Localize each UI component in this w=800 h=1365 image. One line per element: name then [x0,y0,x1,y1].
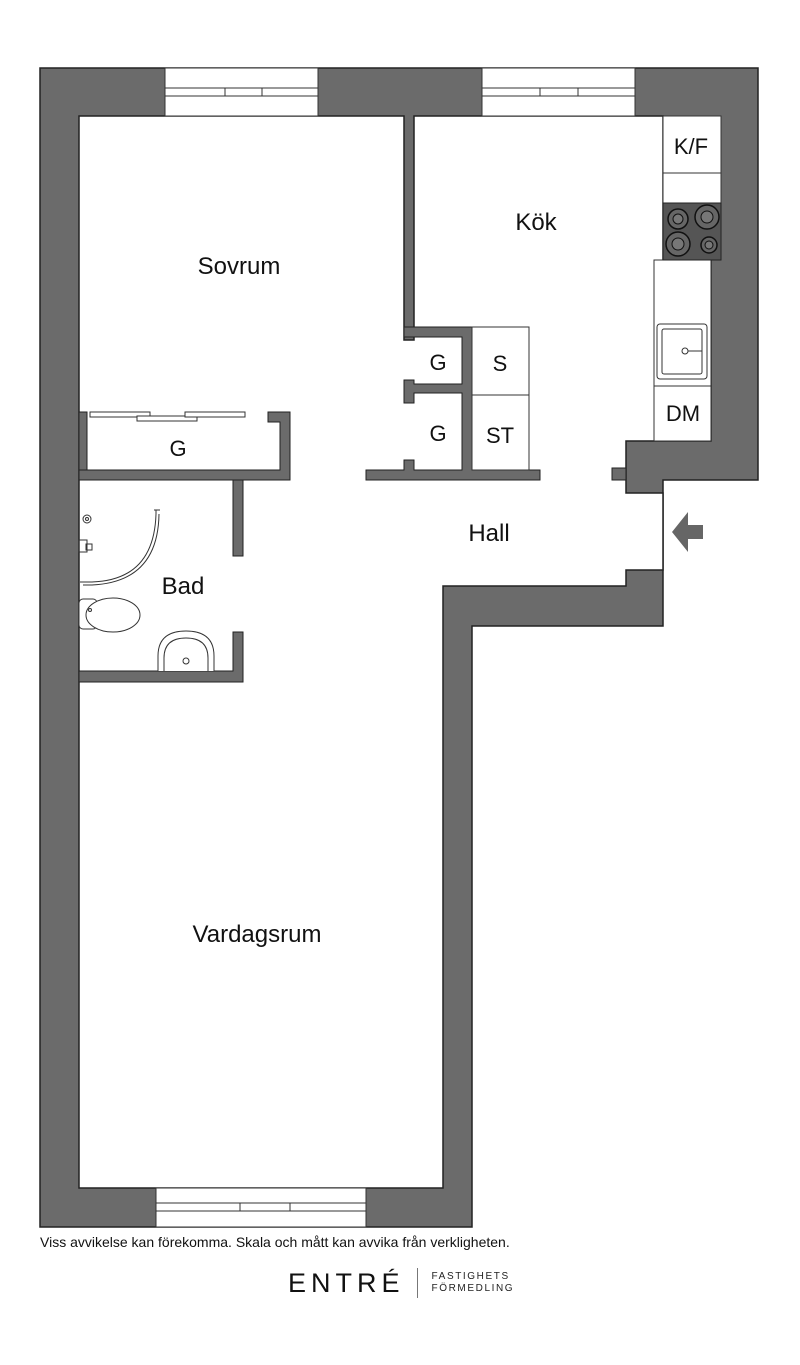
closet-cabinets [471,326,530,471]
wardrobe-sliding-doors [89,411,246,422]
floor-plan: Sovrum Kök Hall Bad Vardagsrum G G G S S… [39,67,759,1228]
toilet-icon [78,597,141,633]
washbasin-icon [157,630,215,671]
label-skap-st: ST [486,423,514,448]
entrance-arrow-icon [672,512,703,552]
interior-floor [78,115,712,1189]
label-garderob-hall-top: G [429,350,446,375]
kitchen-counter [653,115,722,442]
room-label-bad: Bad [162,573,205,600]
label-garderob-sovrum: G [169,436,186,461]
brand-subtitle-line-1: FASTIGHETS [431,1271,510,1282]
room-label-sovrum: Sovrum [198,253,281,280]
interior-walls [78,326,627,683]
brand-logo: ENTRÉ FASTIGHETS FÖRMEDLING [288,1265,514,1301]
shower-icon [78,509,160,586]
stove-icon [662,202,722,261]
brand-subtitle: FASTIGHETS FÖRMEDLING [432,1271,515,1295]
room-label-vardagsrum: Vardagsrum [193,921,322,948]
brand-divider [416,1268,418,1298]
label-skap-s: S [493,351,508,376]
label-kyl-frys: K/F [674,134,708,159]
disclaimer-text: Viss avvikelse kan förekomma. Skala och … [40,1234,510,1250]
room-label-hall: Hall [468,520,509,547]
kitchen-sink-icon [656,323,708,380]
room-label-kok: Kök [515,209,557,236]
brand-subtitle-line-2: FÖRMEDLING [431,1283,515,1294]
label-garderob-hall-bottom: G [429,421,446,446]
brand-name: ENTRÉ [288,1267,405,1298]
windows [155,67,636,1228]
label-diskmaskin: DM [666,401,700,426]
